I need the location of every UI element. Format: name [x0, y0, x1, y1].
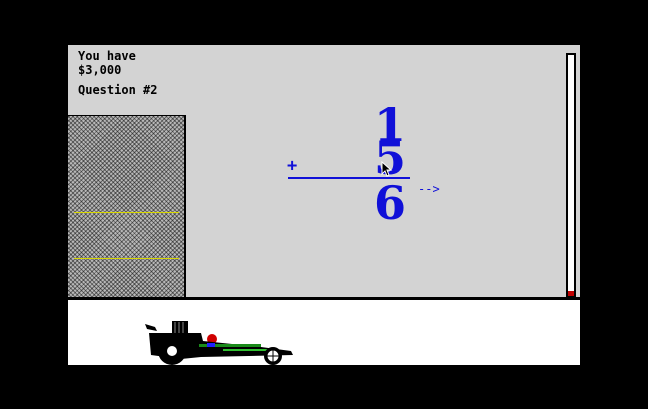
plus-operator: +: [287, 156, 298, 176]
addend-bottom: 5: [373, 131, 406, 185]
money-label: You have: [78, 49, 136, 63]
question-number: Question #2: [78, 83, 158, 97]
dragster-car-icon: [145, 321, 293, 365]
progress-gauge-fill: [568, 291, 574, 296]
ground-line: [68, 297, 580, 300]
answer-digit[interactable]: 6: [373, 176, 406, 230]
addend-top: 1: [373, 98, 406, 152]
sum-line: [288, 177, 410, 179]
next-arrow-button[interactable]: -->: [418, 182, 440, 196]
arrow-cursor-icon: [381, 161, 393, 177]
lane-line: [74, 212, 179, 213]
progress-gauge: [566, 53, 576, 298]
lane-line: [74, 258, 179, 259]
game-screen: You have $3,000 Question #2 1 5 + 6 -->: [68, 45, 580, 365]
money-amount: $3,000: [78, 63, 122, 77]
grandstand-block: [68, 115, 186, 299]
